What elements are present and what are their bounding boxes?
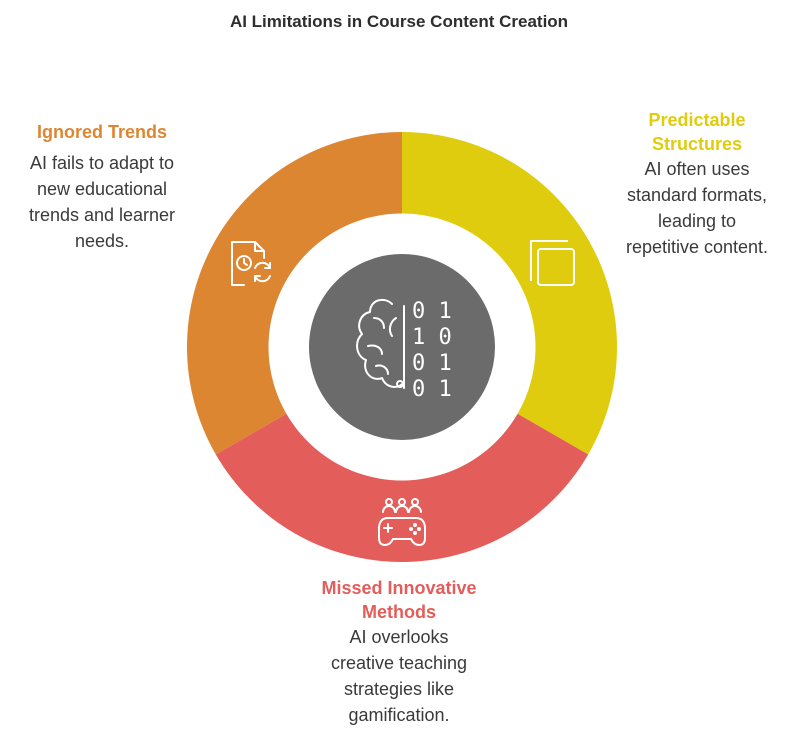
heading-missed-innovative-methods: Missed Innovative Methods bbox=[249, 576, 549, 624]
desc-line: strategies like bbox=[343, 679, 455, 699]
desc-line: AI fails to adapt to bbox=[29, 153, 175, 173]
desc-predictable-structures: AI often uses standard formats, leading … bbox=[596, 156, 798, 260]
brain-binary-icon: 0 1 1 0 0 1 0 1 bbox=[356, 298, 452, 402]
label-predictable-structures: Predictable Structures AI often uses sta… bbox=[596, 108, 798, 260]
stacked-squares-icon bbox=[530, 240, 575, 286]
diagram-title: AI Limitations in Course Content Creatio… bbox=[229, 12, 569, 31]
desc-line: AI often uses bbox=[644, 159, 750, 179]
heading-line: Missed Innovative bbox=[321, 578, 477, 598]
desc-line: gamification. bbox=[348, 705, 450, 725]
desc-line: new educational bbox=[36, 179, 168, 199]
desc-line: needs. bbox=[74, 231, 130, 251]
desc-line: repetitive content. bbox=[625, 237, 769, 257]
document-clock-refresh-icon bbox=[231, 241, 271, 286]
heading-line: Predictable bbox=[648, 110, 746, 130]
desc-line: trends and learner bbox=[28, 205, 176, 225]
desc-line: AI overlooks bbox=[349, 627, 449, 647]
desc-line: creative teaching bbox=[330, 653, 468, 673]
desc-line: standard formats, bbox=[626, 185, 768, 205]
binary-row-3: 0 1 bbox=[412, 351, 452, 376]
desc-missed-innovative-methods: AI overlooks creative teaching strategie… bbox=[249, 624, 549, 728]
gamepad-people-icon bbox=[378, 498, 426, 546]
heading-ignored-trends: Ignored Trends bbox=[36, 122, 168, 142]
binary-row-4: 0 1 bbox=[412, 377, 452, 402]
segment-predictable-structures[interactable] bbox=[402, 131, 618, 455]
binary-row-2: 1 0 bbox=[412, 325, 452, 350]
center-hub bbox=[309, 254, 495, 440]
binary-row-1: 0 1 bbox=[412, 299, 452, 324]
heading-line: Methods bbox=[362, 602, 436, 622]
heading-line: Structures bbox=[651, 134, 743, 154]
desc-ignored-trends: AI fails to adapt to new educational tre… bbox=[0, 150, 204, 254]
label-ignored-trends: Ignored Trends AI fails to adapt to new … bbox=[0, 120, 204, 254]
label-missed-innovative-methods: Missed Innovative Methods AI overlooks c… bbox=[249, 576, 549, 728]
heading-predictable-structures: Predictable Structures bbox=[596, 108, 798, 156]
desc-line: leading to bbox=[657, 211, 737, 231]
segment-ignored-trends[interactable] bbox=[186, 132, 402, 455]
segment-missed-innovative-methods[interactable] bbox=[215, 413, 589, 563]
